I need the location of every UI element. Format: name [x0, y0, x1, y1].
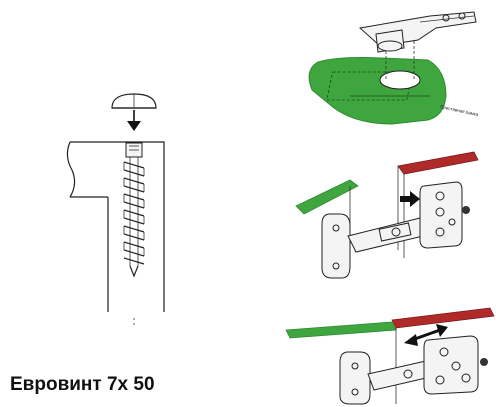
- green-template-plate: [308, 57, 447, 125]
- hinge-mount-diagram: [295, 151, 479, 279]
- double-arrow-icon: [404, 324, 448, 346]
- arrow-right-icon: [400, 191, 420, 207]
- hinge-template-diagram: Приставная рамка: [308, 11, 479, 125]
- screw-head: [111, 93, 157, 109]
- arrow-down-icon: [127, 110, 141, 131]
- red-frame-strip: [397, 151, 479, 175]
- screw-diagram: [66, 93, 165, 328]
- screw-caption: Евровинт 7х 50: [10, 374, 155, 395]
- template-label: Приставная рамка: [440, 104, 479, 117]
- screw-body: [123, 142, 145, 278]
- cup-hole: [379, 70, 421, 90]
- hinge-adjust-diagram: [285, 307, 495, 405]
- green-door-strip: [295, 179, 359, 215]
- hinge-top: [358, 11, 477, 53]
- board-outline: [66, 141, 165, 328]
- green-door-strip-2: [285, 321, 397, 339]
- red-frame-strip-2: [391, 307, 495, 329]
